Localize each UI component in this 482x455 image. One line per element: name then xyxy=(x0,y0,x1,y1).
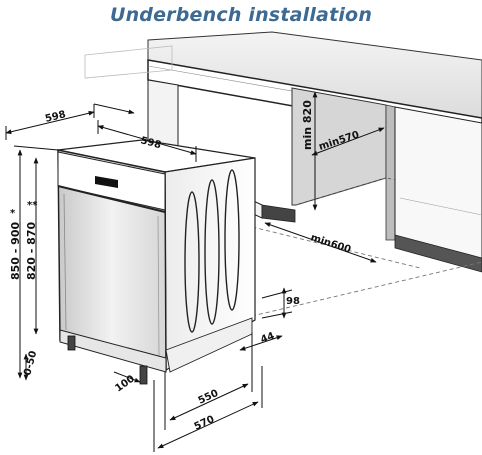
label-height-range-b: 820 - 870 xyxy=(25,222,38,280)
label-plinth-depth: 44 xyxy=(259,331,276,346)
label-min-width: min600 xyxy=(309,232,352,255)
label-top-depth: 598 xyxy=(44,109,67,125)
label-height-range-a-mark: * xyxy=(10,208,16,219)
label-toe-recess: 100 xyxy=(113,373,136,394)
label-min-height: min 820 xyxy=(301,100,314,150)
label-feet: 0-50 xyxy=(22,350,39,377)
label-height-range-b-mark: ** xyxy=(27,200,38,211)
feet xyxy=(67,335,148,385)
dishwasher xyxy=(57,139,256,385)
dimension-lines xyxy=(5,91,385,452)
label-depth-550: 550 xyxy=(197,388,221,407)
label-height-range-a: 850 - 900 xyxy=(9,222,22,280)
side-ribs xyxy=(184,169,240,333)
label-plinth-height: 98 xyxy=(286,296,300,307)
diagram-title: Underbench installation xyxy=(109,4,373,26)
label-depth-570: 570 xyxy=(193,414,217,433)
label-top-width: 598 xyxy=(139,135,162,151)
